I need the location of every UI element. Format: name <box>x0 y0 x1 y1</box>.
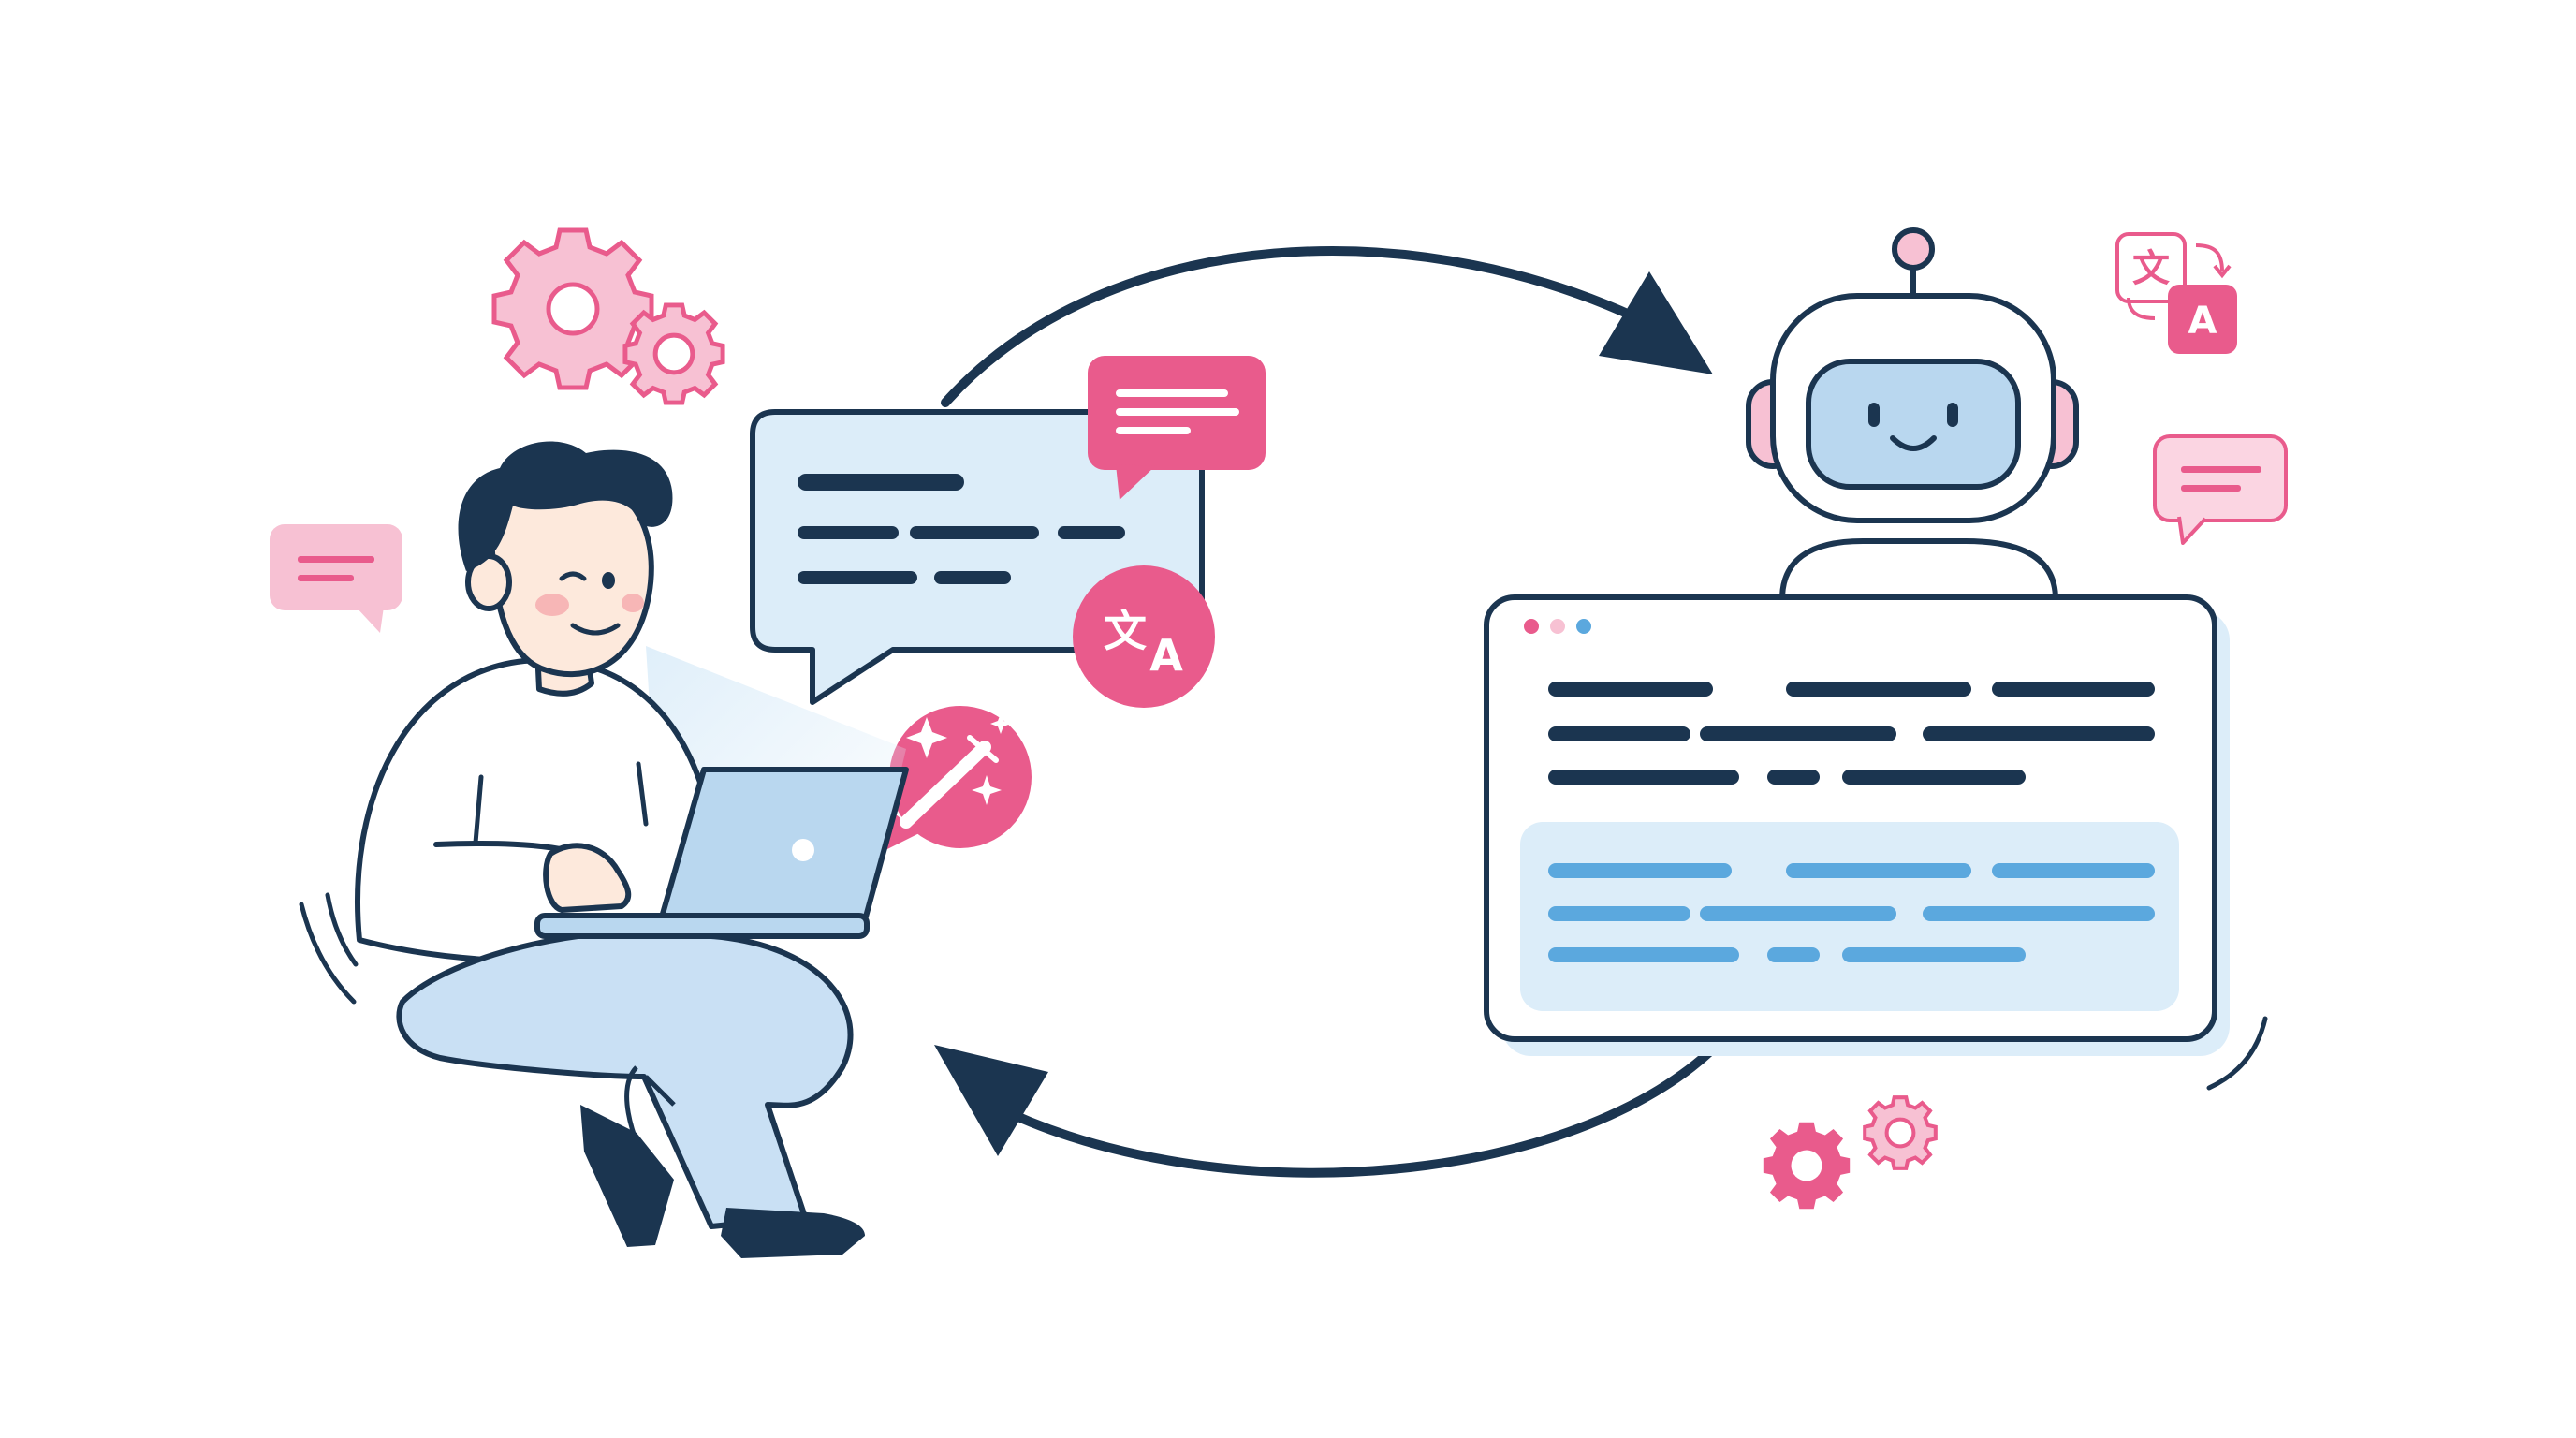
robot-assistant <box>1746 227 2079 600</box>
chat-bubble-icon <box>1088 356 1266 500</box>
translate-icon: 文 A <box>1073 565 1215 708</box>
translate-glyph-latin: A <box>2188 300 2217 343</box>
chat-window <box>1484 594 2268 1091</box>
bottom-cycle-arrow <box>934 1025 1736 1178</box>
translate-glyph-latin: A <box>1149 630 1183 681</box>
window-controls <box>1524 619 1591 634</box>
chat-bubble-icon <box>2153 434 2288 545</box>
gear-icon <box>491 227 654 390</box>
magic-wand-icon <box>863 706 1032 861</box>
gear-icon <box>1863 1095 1938 1170</box>
translated-text-block <box>1520 822 2179 1011</box>
chat-bubble-icon <box>270 524 402 633</box>
top-cycle-arrow <box>941 246 1713 407</box>
person-with-laptop <box>299 441 909 1258</box>
translate-glyph-cjk: 文 <box>2132 247 2170 290</box>
translate-glyph-cjk: 文 <box>1104 606 1147 656</box>
gear-icon <box>622 302 725 405</box>
translate-icon: 文 A <box>2115 232 2237 354</box>
response-text-lines <box>1548 682 2155 785</box>
gear-icon <box>1763 1122 1851 1210</box>
robot-antenna <box>1892 227 1935 298</box>
